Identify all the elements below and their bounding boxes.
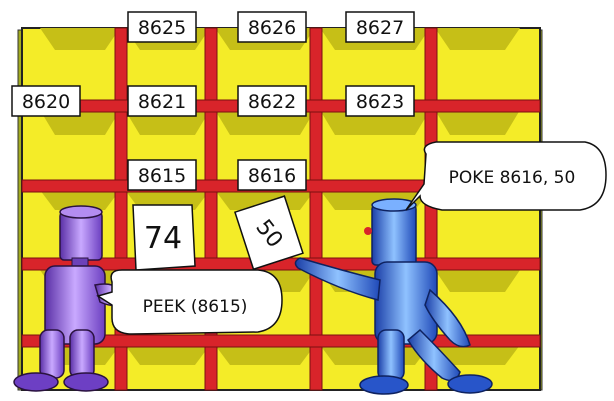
svg-text:74: 74	[144, 221, 182, 256]
address-label-8623: 8623	[346, 86, 414, 116]
peek-speech-bubble: PEEK (8615)	[98, 270, 282, 334]
peek-value-note: 74	[133, 205, 195, 270]
address-label-8621: 8621	[128, 86, 196, 116]
svg-text:PEEK (8615): PEEK (8615)	[143, 297, 248, 317]
address-label-8626: 8626	[238, 12, 306, 42]
svg-text:8620: 8620	[22, 91, 70, 113]
address-label-8622: 8622	[238, 86, 306, 116]
address-label-8627: 8627	[346, 12, 414, 42]
address-label-8615: 8615	[128, 160, 196, 190]
svg-text:8627: 8627	[356, 17, 404, 39]
svg-text:8623: 8623	[356, 91, 404, 113]
svg-text:8625: 8625	[138, 17, 186, 39]
address-label-8620: 8620	[12, 86, 80, 116]
address-label-8616: 8616	[238, 160, 306, 190]
svg-text:8616: 8616	[248, 165, 296, 187]
svg-text:POKE 8616, 50: POKE 8616, 50	[449, 168, 576, 188]
svg-text:8615: 8615	[138, 165, 186, 187]
svg-text:8622: 8622	[248, 91, 296, 113]
poke-speech-bubble: POKE 8616, 50	[406, 142, 606, 210]
address-label-8625: 8625	[128, 12, 196, 42]
svg-text:8626: 8626	[248, 17, 296, 39]
svg-text:8621: 8621	[138, 91, 186, 113]
